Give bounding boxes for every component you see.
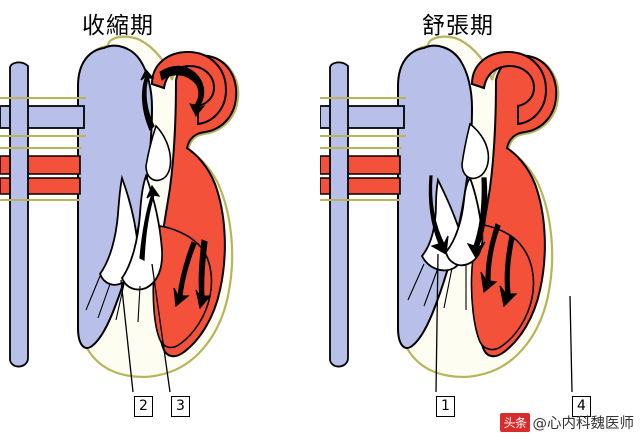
callout-4[interactable]: 4 [572, 396, 591, 417]
flow-arrow-ventricle-up [139, 184, 161, 261]
panel-diastole: 舒張期 [320, 0, 640, 437]
aortic-valve-leaflet [145, 124, 172, 182]
leader-line-3 [151, 263, 171, 393]
flow-arrow-red-ventricle [173, 241, 197, 308]
flow-arrow-inflow-left [428, 175, 449, 255]
descending-vein [9, 61, 29, 368]
heart-cross-section-systole [0, 35, 240, 393]
leader-line-1 [435, 253, 439, 393]
flow-arrow-inflow-right [466, 177, 488, 260]
flow-arrow-red-fill [499, 235, 518, 308]
red-ventricle-apex [470, 223, 535, 351]
callout-2[interactable]: 2 [134, 396, 153, 417]
flow-arrow-red-ventricle-2 [195, 239, 212, 310]
panel-title-systole: 收縮期 [82, 13, 154, 39]
callout-3[interactable]: 3 [171, 396, 190, 417]
callout-1[interactable]: 1 [436, 396, 455, 417]
leader-line-2 [120, 279, 134, 393]
leader-line-4 [569, 295, 573, 393]
panel-systole: 收縮期 [0, 13, 240, 417]
mitral-valve-leaflet-posterior [120, 173, 163, 291]
aortic-valve-leaflet-closed [461, 122, 490, 180]
aortic-arch [470, 50, 548, 126]
flow-arrow-red-fill-2 [480, 223, 501, 294]
chordae-tendineae [407, 263, 467, 310]
watermark-text: @心内科魏医师 [532, 416, 635, 432]
chordae-tendineae [85, 275, 141, 323]
watermark: 头条@心内科魏医师 [500, 412, 634, 433]
panel-title-diastole: 舒張期 [422, 13, 494, 39]
descending-vein [329, 61, 349, 368]
flow-arrow-outflow [140, 68, 155, 132]
watermark-logo: 头条 [500, 413, 530, 432]
heart-cross-section-diastole [320, 35, 573, 393]
flow-arrow-aortic [159, 65, 206, 117]
